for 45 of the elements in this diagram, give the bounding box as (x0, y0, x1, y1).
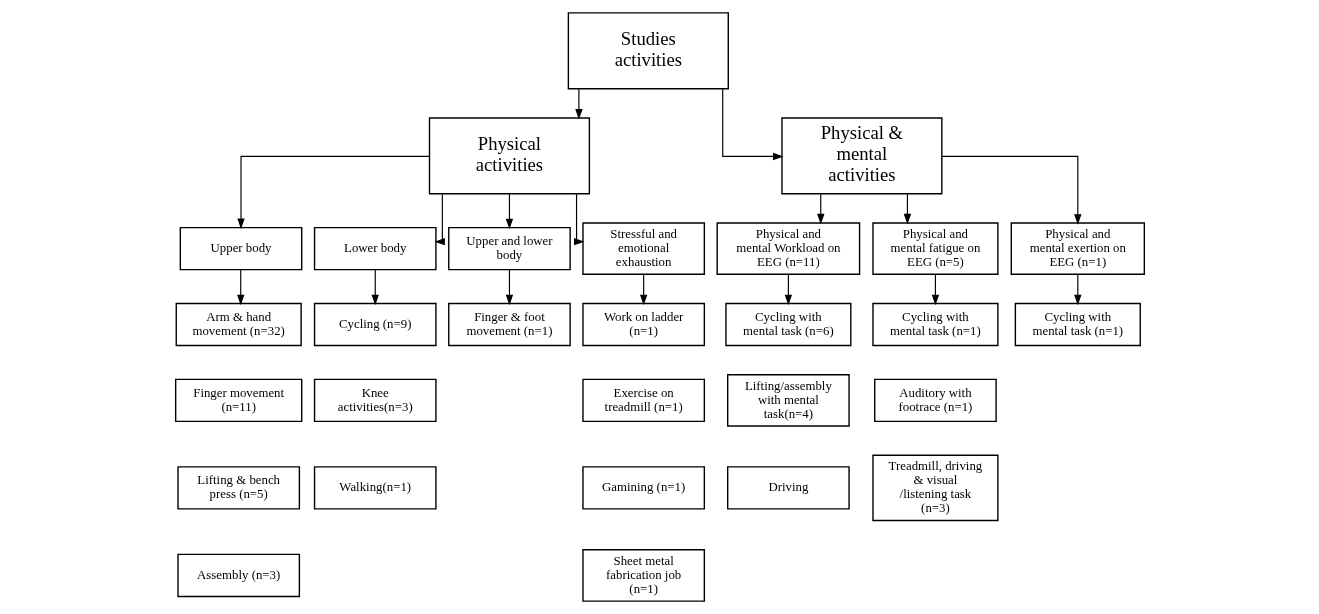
node-box: Stressful and emotional exhaustion (581, 222, 705, 275)
node-box: Work on ladder (n=1) (581, 302, 705, 347)
arrow (236, 269, 244, 306)
arrow (721, 88, 784, 161)
node-box: Upper and lower body (447, 226, 571, 271)
node-box: Lifting & bench press (n=5) (176, 466, 300, 510)
arrow (784, 273, 792, 306)
node-box: Walking(n=1) (313, 466, 437, 510)
node-box: Physical and mental fatigue on EEG (n=5) (871, 222, 999, 275)
node-box: Treadmill, driving & visual /listening task (n=3) (871, 454, 999, 522)
arrow (931, 273, 939, 306)
node-box: Knee activities(n=3) (313, 378, 437, 423)
arrow (573, 193, 585, 246)
node-box: Finger movement (n=11) (174, 378, 302, 423)
arrow (505, 269, 513, 306)
node-box: Exercise on treadmill (n=1) (581, 378, 705, 423)
arrow (371, 269, 379, 306)
arrow (1073, 273, 1081, 306)
arrow (816, 193, 824, 225)
node-box: Sheet metal fabrication job (n=1) (581, 549, 705, 602)
node-box: Studies activities (567, 12, 729, 90)
arrow (574, 88, 583, 120)
node-box: Cycling with mental task (n=1) (871, 302, 999, 347)
node-box: Assembly (n=3) (176, 553, 300, 598)
node-box: Auditory with footrace (n=1) (873, 378, 997, 423)
node-box: Arm & hand movement (n=32) (175, 302, 302, 347)
node-box: Lower body (313, 226, 437, 271)
node-box: Cycling with mental task (n=6) (724, 302, 852, 347)
node-box: Lifting/assembly with mental task(n=4) (726, 374, 850, 427)
node-box: Physical & mental activities (780, 117, 943, 195)
node-box: Physical activities (428, 117, 590, 195)
node-box: Driving (726, 466, 850, 510)
arrow (639, 273, 647, 306)
node-box: Gamining (n=1) (581, 466, 705, 510)
node-box: Cycling with mental task (n=1) (1014, 302, 1141, 347)
arrow (433, 193, 445, 246)
node-box: Cycling (n=9) (313, 302, 437, 347)
arrow (236, 155, 430, 230)
node-box: Physical and mental exertion on EEG (n=1) (1010, 222, 1145, 275)
arrow (940, 155, 1081, 225)
arrow (903, 193, 911, 225)
node-box: Physical and mental Workload on EEG (n=11) (716, 222, 860, 275)
node-box: Finger & foot movement (n=1) (447, 302, 571, 347)
node-box: Upper body (179, 226, 302, 271)
arrow (505, 193, 513, 230)
